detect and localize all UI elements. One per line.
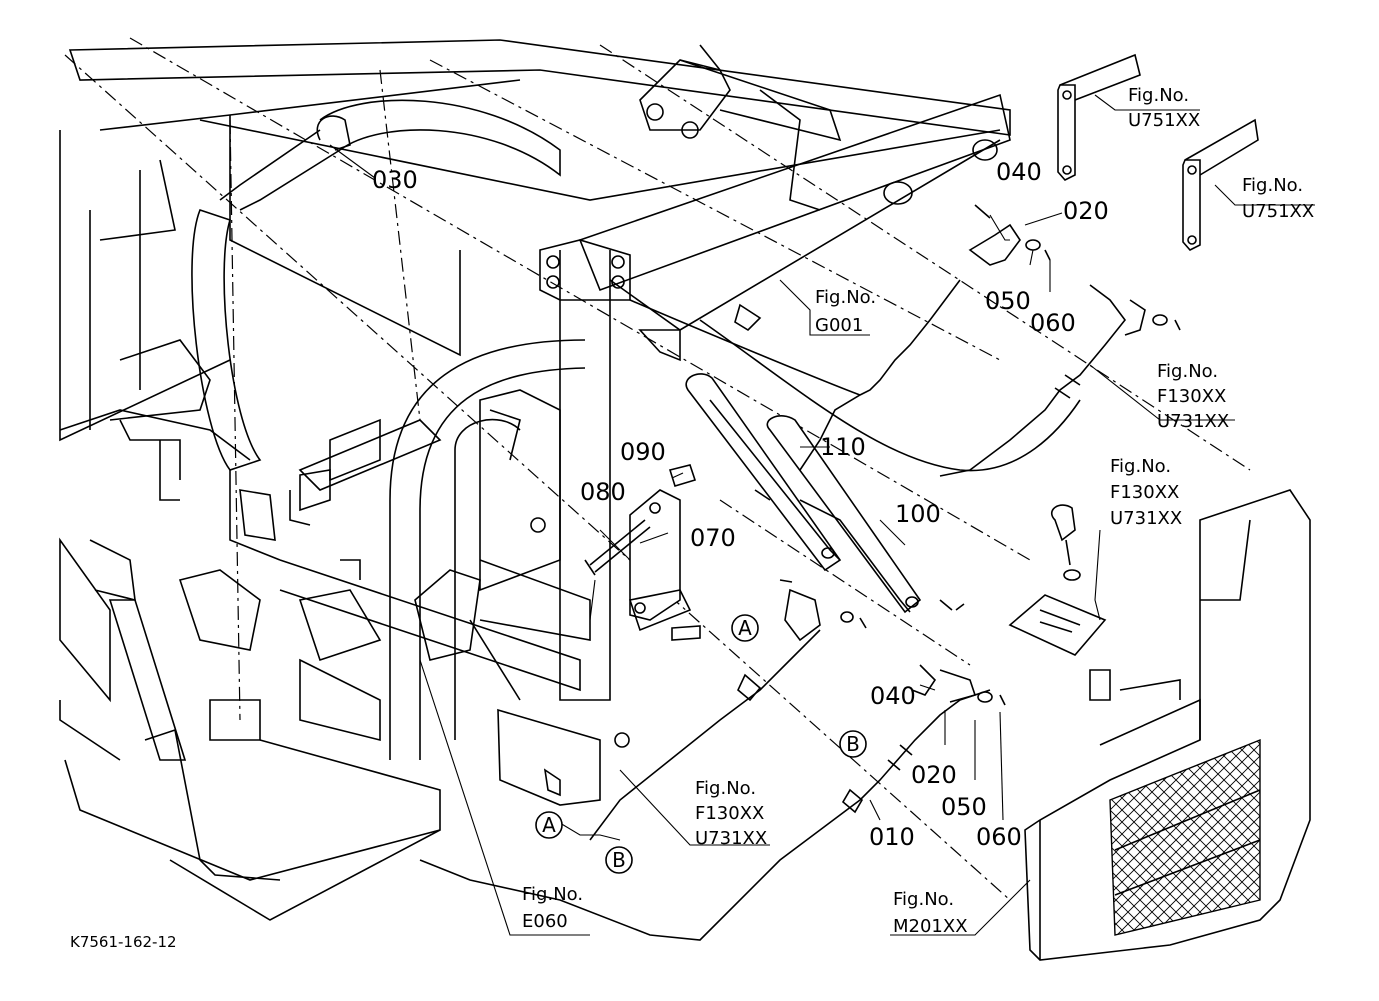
svg-text:Fig.No.: Fig.No.	[522, 884, 583, 905]
part-numbers: 030 040 020 050 060 090 080 070 110 100 …	[372, 158, 1109, 851]
part-080-label: 080	[580, 478, 626, 506]
svg-text:U731XX: U731XX	[1110, 508, 1182, 529]
connector-markers: A B A B	[535, 614, 867, 874]
part-040-label: 040	[996, 158, 1042, 186]
fig-ref-f130xx-lower-right: Fig.No. F130XX U731XX	[1110, 456, 1182, 529]
svg-text:E060: E060	[522, 911, 568, 932]
svg-text:Fig.No.: Fig.No.	[1157, 361, 1218, 382]
svg-text:Fig.No.: Fig.No.	[1128, 85, 1189, 106]
fig-ref-u751xx-right: Fig.No. U751XX	[1242, 175, 1314, 222]
part-020-label: 020	[1063, 197, 1109, 225]
part-030-label: 030	[372, 166, 418, 194]
part-050-label-lower: 050	[941, 793, 987, 821]
part-110-label: 110	[820, 433, 866, 461]
svg-text:F130XX: F130XX	[1157, 386, 1226, 407]
part-070-label: 070	[690, 524, 736, 552]
connector-a-upper: A	[731, 614, 759, 642]
fig-references: Fig.No. U751XX Fig.No. U751XX Fig.No. G0…	[522, 85, 1314, 937]
connector-b-upper: B	[839, 730, 867, 758]
part-010-label: 010	[869, 823, 915, 851]
svg-text:A: A	[542, 813, 556, 837]
svg-text:Fig.No.: Fig.No.	[1110, 456, 1171, 477]
svg-text:B: B	[612, 848, 626, 872]
fig-ref-u751xx-upper: Fig.No. U751XX	[1128, 85, 1200, 131]
connector-a-lower: A	[535, 811, 563, 839]
svg-text:B: B	[846, 732, 860, 756]
svg-text:Fig.No.: Fig.No.	[695, 778, 756, 799]
part-040-label-lower: 040	[870, 682, 916, 710]
connector-b-lower: B	[605, 846, 633, 874]
svg-text:U731XX: U731XX	[1157, 411, 1229, 432]
svg-text:U751XX: U751XX	[1242, 201, 1314, 222]
svg-text:U751XX: U751XX	[1128, 110, 1200, 131]
svg-text:Fig.No.: Fig.No.	[815, 287, 876, 308]
part-060-label-lower: 060	[976, 823, 1022, 851]
svg-text:G001: G001	[815, 315, 863, 336]
svg-text:F130XX: F130XX	[695, 803, 764, 824]
fig-ref-f130xx-right: Fig.No. F130XX U731XX	[1157, 361, 1229, 432]
svg-text:A: A	[738, 616, 752, 640]
part-020-label-lower: 020	[911, 761, 957, 789]
frame-linework	[59, 37, 1311, 961]
fig-ref-e060: Fig.No. E060	[522, 884, 583, 932]
part-060-label: 060	[1030, 309, 1076, 337]
leader-lines	[329, 94, 1315, 936]
svg-text:Fig.No.: Fig.No.	[1242, 175, 1303, 196]
svg-text:Fig.No.: Fig.No.	[893, 889, 954, 910]
part-050-label: 050	[985, 287, 1031, 315]
part-100-label: 100	[895, 500, 941, 528]
svg-text:F130XX: F130XX	[1110, 482, 1179, 503]
svg-text:M201XX: M201XX	[893, 916, 968, 937]
fig-ref-g001: Fig.No. G001	[815, 287, 876, 336]
fig-ref-m201xx: Fig.No. M201XX	[893, 889, 968, 937]
drawing-code: K7561-162-12	[70, 933, 177, 951]
part-090-label: 090	[620, 438, 666, 466]
svg-text:U731XX: U731XX	[695, 828, 767, 849]
fig-ref-f130xx-center: Fig.No. F130XX U731XX	[695, 778, 767, 849]
